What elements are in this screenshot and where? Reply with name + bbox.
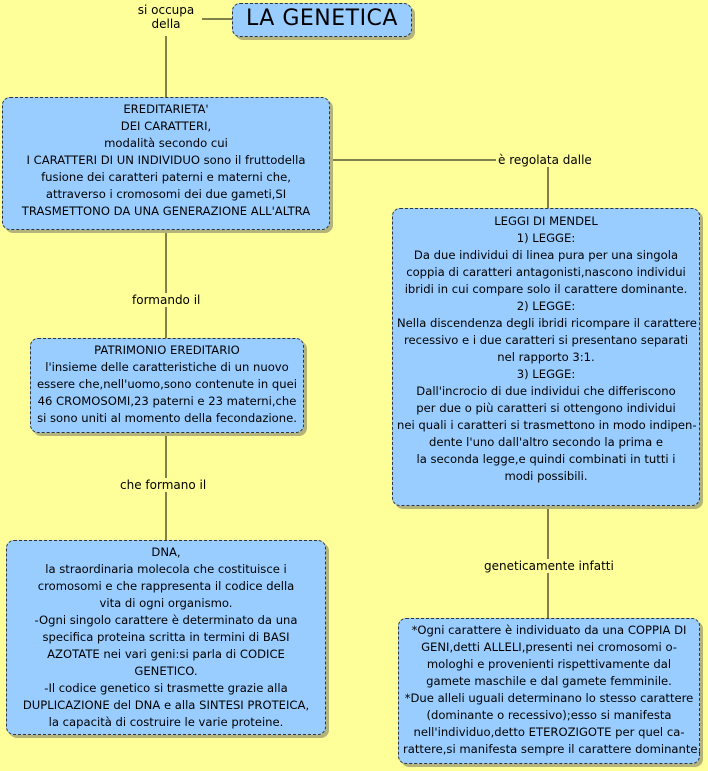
node-line: dente l'uno dall'altro secondo la prima … [428,435,664,449]
node-line: PATRIMONIO EREDITARIO [94,343,240,357]
node-line: vita di ogni organismo. [99,596,233,610]
title-node: LA GENETICA [232,3,412,37]
node-line: nel rapporto 3:1. [497,350,595,364]
node-line: recessivo e i due caratteri si presentan… [403,333,689,347]
node-line: attraverso i cromosomi dei due gameti,SI [45,187,287,201]
node-line: rattere,si manifesta sempre il carattere… [403,742,702,756]
node-line: 46 CROMOSOMI,23 paterni e 23 materni,che [37,394,297,408]
link-label-occupies-line-2: della [151,17,181,31]
node-line: GENETICO. [134,664,198,678]
node-line: EREDITARIETA' [123,102,209,116]
title-text: LA GENETICA [246,6,398,31]
link-label-which-form: che formano il [118,478,209,492]
link-ereditarieta-mendel [330,159,549,208]
node-mendel: LEGGI DI MENDEL 1) LEGGE: Da due individ… [392,208,700,506]
node-line: nei quali i caratteri si trasmettono in … [397,418,697,432]
node-line: 3) LEGGE: [516,367,576,381]
node-line: ibridi in cui compare solo il carattere … [404,282,688,296]
node-line: la capacità di costruire le varie protei… [48,715,284,729]
link-label-regulated: è regolata dalle [496,153,594,167]
link-label-occupies-line-1: si occupa [137,3,195,17]
node-alleli: *Ogni carattere è individuato da una COP… [398,618,702,764]
link-label-genetically: geneticamente infatti [482,559,616,573]
node-line: 1) LEGGE: [516,231,576,245]
node-line: la straordinaria molecola che costituisc… [45,562,287,576]
node-line: la seconda legge,e quindi combinati in t… [416,452,676,466]
node-line: si sono uniti al momento della fecondazi… [37,411,297,425]
node-line: modi possibili. [504,469,588,483]
node-line: l'insieme delle caratteristiche di un nu… [45,360,289,374]
node-line: AZOTATE nei vari geni:si parla di CODICE [47,647,285,661]
node-line: *Due alleli uguali determinano lo stesso… [404,691,694,705]
link-label-regulated-text: è regolata dalle [498,153,592,167]
node-line: Dall'incrocio di due individui che diffe… [416,384,676,398]
node-line: 2) LEGGE: [516,299,576,313]
node-line: GENI,detti ALLELI,presenti nei cromosomi… [421,640,677,654]
node-line: coppia di caratteri antagonisti,nascono … [406,265,686,279]
node-line: mologhi e provenienti rispettivamente da… [426,657,672,671]
node-patrimonio: PATRIMONIO EREDITARIO l'insieme delle ca… [30,338,304,433]
node-line: DNA, [151,545,181,559]
link-label-genetically-text: geneticamente infatti [484,559,614,573]
node-line: I CARATTERI DI UN INDIVIDUO sono il frut… [26,153,306,167]
link-label-forming-text: formando il [132,293,201,307]
node-line: TRASMETTONO DA UNA GENERAZIONE ALL'ALTRA [21,204,311,218]
node-line: cromosomi e che rappresenta il codice de… [37,579,295,593]
node-line: gamete maschile e dal gamete femminile. [426,674,672,688]
node-line: essere che,nell'uomo,sono contenute in q… [37,377,297,391]
node-ereditarieta: EREDITARIETA' DEI CARATTERI, modalità se… [2,97,330,230]
node-dna: DNA, la straordinaria molecola che costi… [6,540,326,735]
node-line: LEGGI DI MENDEL [494,214,598,228]
link-label-occupies: si occupa della [130,3,202,31]
node-line: DEI CARATTERI, [120,119,212,133]
node-line: nell'individuo,detto ETEROZIGOTE per que… [413,725,685,739]
node-line: -Ogni singolo carattere è determinato da… [34,613,298,627]
link-label-forming: formando il [130,293,203,307]
node-line: -Il codice genetico si trasmette grazie … [44,681,288,695]
node-line: specifica proteina scritta in termini di… [42,630,290,644]
node-line: fusione dei caratteri paterni e materni … [41,170,291,184]
node-line: (dominante o recessivo);esso si manifest… [426,708,672,722]
node-line: Da due individui di linea pura per una s… [413,248,679,262]
link-label-which-form-text: che formano il [120,478,207,492]
node-line: modalità secondo cui [104,136,228,150]
node-line: DUPLICAZIONE del DNA e alla SINTESI PROT… [22,698,310,712]
node-line: per due o più caratteri si ottengono ind… [416,401,676,415]
node-line: *Ogni carattere è individuato da una COP… [411,623,687,637]
node-line: Nella discendenza degli ibridi ricompare… [397,316,697,330]
